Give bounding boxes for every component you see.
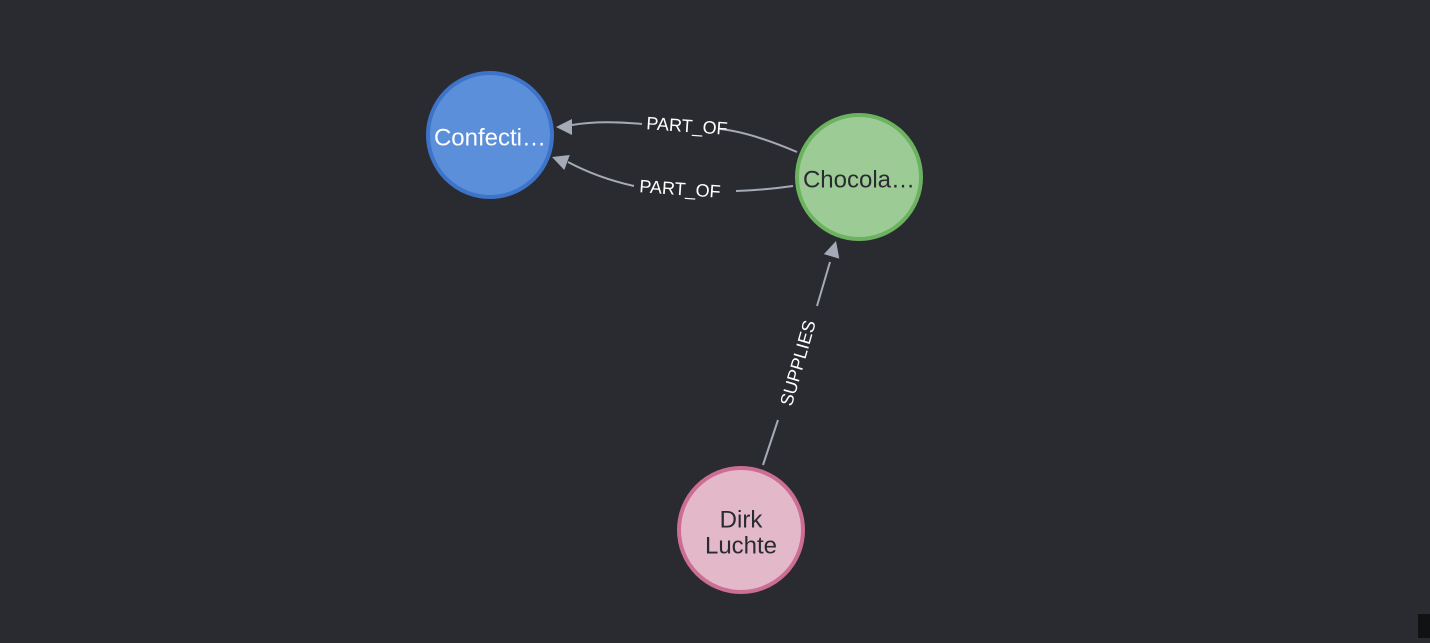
arrow-head-icon (552, 154, 570, 170)
corner-block (1418, 614, 1430, 638)
node-circle[interactable] (677, 466, 805, 594)
node-chocolate[interactable]: Chocola… (795, 113, 923, 241)
node-caption: Confecti… (434, 125, 546, 152)
relationship-line[interactable] (762, 261, 831, 466)
node-circle[interactable] (795, 113, 923, 241)
node-circle[interactable] (426, 71, 554, 199)
node-caption: Luchte (705, 533, 777, 560)
relationship-supplies[interactable]: SUPPLIES (762, 239, 844, 466)
relationship-part-of[interactable]: PART_OF (549, 149, 794, 203)
node-caption: Dirk (720, 507, 764, 534)
relationship-line[interactable] (571, 121, 798, 153)
relationship-label: PART_OF (646, 113, 729, 140)
arrow-head-icon (823, 241, 840, 259)
relationship-label: SUPPLIES (776, 318, 819, 408)
node-caption: Chocola… (803, 167, 915, 194)
node-confectionery[interactable]: Confecti… (426, 71, 554, 199)
relationship-line[interactable] (567, 161, 794, 192)
arrow-head-icon (556, 119, 572, 135)
relationship-part-of[interactable]: PART_OF (556, 113, 798, 153)
relationship-label: PART_OF (639, 176, 722, 203)
